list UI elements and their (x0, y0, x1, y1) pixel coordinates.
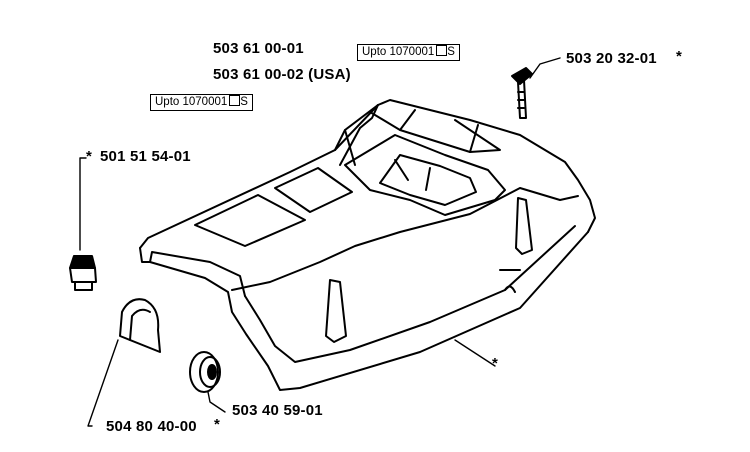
asterisk-cover: * (492, 355, 499, 372)
serial-tag-upper-suffix: S (447, 46, 455, 58)
leader-lines (79, 57, 561, 427)
part-number-cover-usa-label: 503 61 00-02 (USA) (213, 66, 351, 83)
serial-tag-lower-suffix: S (240, 96, 248, 108)
grommet-part (189, 351, 221, 393)
serial-tag-lower-text: Upto 1070001 (155, 96, 228, 108)
part-number-screw-label: 503 20 32-01 (566, 50, 657, 67)
part-number-cover-label: 503 61 00-01 (213, 40, 304, 57)
serial-tag-upper: Upto 1070001 S (357, 44, 460, 61)
asterisk-plug: * (86, 148, 93, 165)
asterisk-screw: * (676, 48, 683, 65)
asterisk-cap: * (214, 416, 221, 433)
serial-tag-upper-text: Upto 1070001 (362, 46, 435, 58)
plug-part (69, 255, 97, 291)
square-icon (229, 95, 241, 106)
serial-tag-lower: Upto 1070001 S (150, 94, 253, 111)
part-number-plug-label: 501 51 54-01 (100, 148, 191, 165)
cap-part (119, 298, 161, 353)
part-number-cap-label: 504 80 40-00 (106, 418, 197, 435)
screw-part (511, 67, 533, 119)
square-icon (436, 45, 448, 56)
part-number-grommet-label: 503 40 59-01 (232, 402, 323, 419)
cylinder-cover (139, 99, 596, 391)
